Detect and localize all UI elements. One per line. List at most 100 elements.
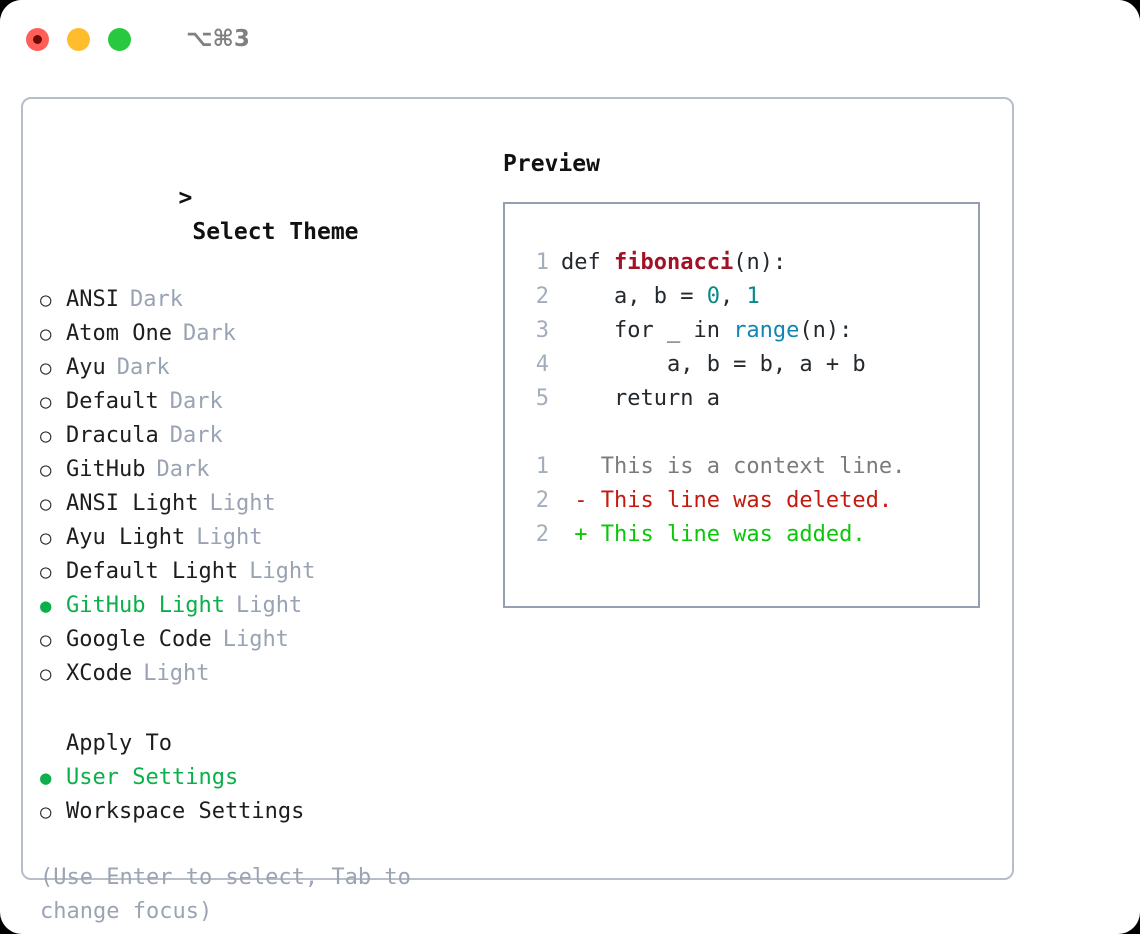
line-number: 4 [535,352,549,377]
theme-option-name: GitHub [66,457,146,482]
radio-unselected-icon: ○ [40,527,52,549]
radio-unselected-icon: ○ [40,425,52,447]
theme-option-name: Ayu Light [66,525,186,550]
token-num: 0 [706,284,720,309]
code-text: def fibonacci(n): [561,246,786,280]
line-number: 1 [535,250,549,275]
diff-sample: 1 This is a context line.2 - This line w… [519,450,978,552]
theme-option-name: ANSI [66,287,119,312]
select-theme-heading-label [178,219,192,245]
line-number: 2 [535,488,549,513]
theme-option-variant: Light [222,627,289,652]
theme-option-variant: Dark [169,389,223,414]
line-number: 2 [535,284,549,309]
token-plain: def [561,250,614,275]
radio-selected-icon: ● [40,767,52,789]
theme-option-google-code[interactable]: ○ Google Code Light [40,623,493,657]
theme-option-name: Dracula [66,423,159,448]
radio-unselected-icon: ○ [40,323,52,345]
preview-heading: Preview [503,151,600,177]
theme-option-dracula[interactable]: ○ Dracula Dark [40,419,493,453]
close-button[interactable] [26,27,49,51]
code-line: 5 return a [519,382,978,416]
radio-unselected-icon: ○ [40,493,52,515]
theme-option-variant: Dark [169,423,223,448]
token-plain: for _ in [561,318,734,343]
theme-option-variant: Light [235,593,303,618]
token-fn: fibonacci [613,250,734,275]
diff-text: + This line was added. [561,522,866,547]
token-call: range [733,318,800,343]
code-line: 4 a, b = b, a + b [519,348,978,382]
radio-unselected-icon: ○ [40,391,52,413]
code-diff-spacer [519,416,978,450]
theme-option-atom-one[interactable]: ○ Atom One Dark [40,317,493,351]
keyboard-shortcut-label: ⌥⌘3 [186,26,250,52]
theme-option-variant: Light [249,559,316,584]
diff-text: - This line was deleted. [561,488,893,513]
theme-option-variant: Light [196,525,263,550]
theme-option-variant: Dark [182,321,236,346]
diff-text: This is a context line. [561,454,906,479]
radio-unselected-icon: ○ [40,459,52,481]
theme-option-github[interactable]: ○ GitHub Dark [40,453,493,487]
line-number: 5 [535,386,549,411]
radio-unselected-icon: ○ [40,357,52,379]
theme-option-name: Google Code [66,627,212,652]
radio-unselected-icon: ○ [40,629,52,651]
token-plain: a, b = [561,284,707,309]
apply-to-option-user-settings[interactable]: ● User Settings [40,761,493,795]
token-plain: a, b = b, a + b [561,352,866,377]
code-text: a, b = b, a + b [561,348,866,382]
line-number: 2 [535,522,549,547]
apply-to-list: ● User Settings ○ Workspace Settings [40,761,493,829]
theme-option-name: Default Light [66,559,239,584]
theme-option-ayu-light[interactable]: ○ Ayu Light Light [40,521,493,555]
theme-option-name: GitHub Light [66,593,225,618]
apply-to-option-label: User Settings [66,765,239,790]
theme-option-name: Atom One [66,321,172,346]
theme-option-variant: Dark [129,287,183,312]
line-number: 1 [535,454,549,479]
code-text: return a [561,382,720,416]
theme-option-github-light[interactable]: ● GitHub Light Light [40,589,493,623]
section-spacer [40,691,493,727]
apply-to-option-workspace-settings[interactable]: ○ Workspace Settings [40,795,493,829]
theme-option-variant: Dark [156,457,210,482]
line-number: 3 [535,318,549,343]
title-bar: ⌥⌘3 [0,0,1140,78]
token-plain: (n): [799,318,853,343]
theme-option-variant: Dark [116,355,170,380]
token-num: 1 [746,284,760,309]
radio-selected-icon: ● [40,595,52,617]
minimize-button[interactable] [67,27,90,51]
token-plain: return a [561,386,720,411]
code-text: a, b = 0, 1 [561,280,760,314]
code-line: 2 a, b = 0, 1 [519,280,978,314]
select-theme-title: Select Theme [192,219,359,245]
keyboard-hint-text: (Use Enter to select, Tab to change focu… [40,865,411,924]
radio-unselected-icon: ○ [40,801,52,823]
token-plain: , [719,284,747,309]
theme-option-name: XCode [66,661,133,686]
theme-option-name: ANSI Light [66,491,199,516]
traffic-lights [26,27,131,51]
diff-line-ctx: 1 This is a context line. [519,450,978,484]
diff-line-add: 2 + This line was added. [519,518,978,552]
apply-to-option-label: Workspace Settings [66,799,305,824]
radio-unselected-icon: ○ [40,561,52,583]
theme-option-default-light[interactable]: ○ Default Light Light [40,555,493,589]
diff-line-del: 2 - This line was deleted. [519,484,978,518]
zoom-button[interactable] [108,27,131,51]
